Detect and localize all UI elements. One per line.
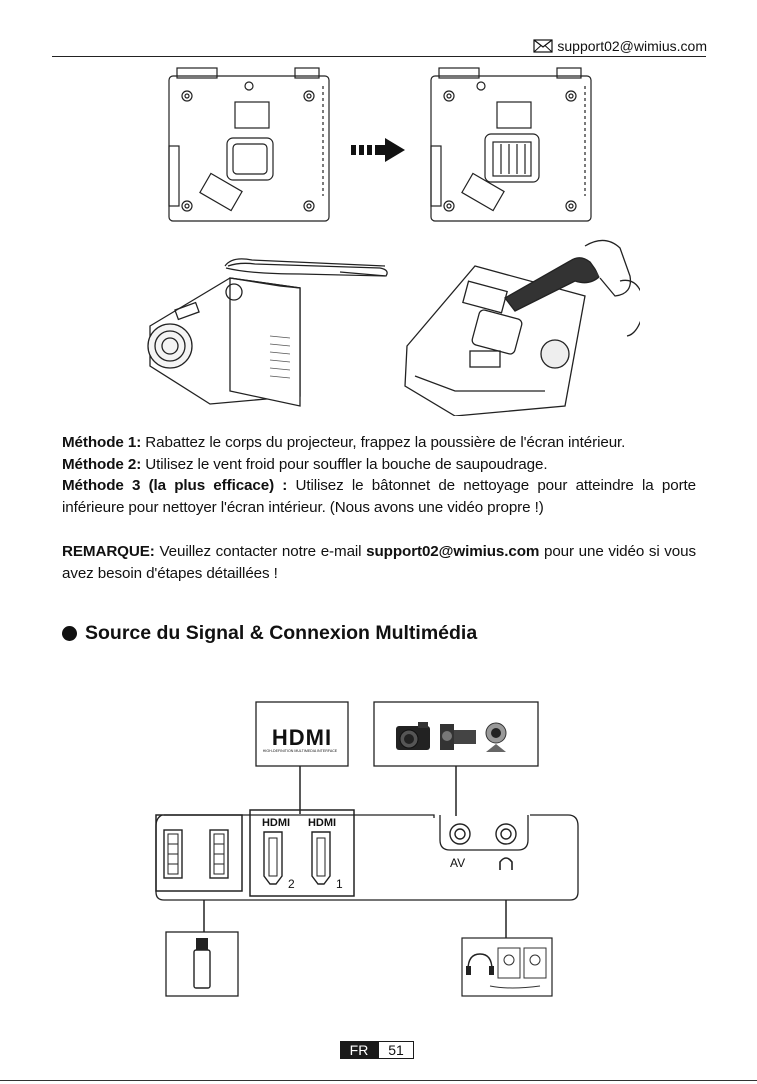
- projector-tap-method: [147, 258, 388, 407]
- method-1-label: Méthode 1:: [62, 434, 142, 451]
- audio-devices-box: [461, 937, 553, 997]
- page-number: FR 51: [340, 1041, 414, 1059]
- connection-diagram: HDMI HIGH-DEFINITION MULTIMEDIA INTERFAC…: [155, 701, 579, 997]
- projector-bottom-illustration: [168, 67, 592, 222]
- webcam-icon: [485, 722, 507, 752]
- av-label: AV: [450, 856, 465, 870]
- projector-bottom-open: [430, 67, 592, 222]
- header-email-text: support02@wimius.com: [557, 38, 707, 54]
- header-divider: [52, 56, 706, 57]
- hdmi-logo: HDMI: [272, 725, 332, 750]
- remark-text-after: pour une vidéo si vous avez besoin d'éta…: [62, 543, 696, 582]
- direction-arrow: [351, 138, 405, 162]
- method-2-label: Méthode 2:: [62, 455, 142, 473]
- av-jack: [449, 823, 471, 845]
- hdmi-port-1: [311, 831, 331, 885]
- method-1: Méthode 1: Rabattez le corps du projecte…: [62, 432, 696, 454]
- section-title: Source du Signal & Connexion Multimédia: [85, 622, 478, 644]
- projector-bottom-closed: [168, 67, 330, 222]
- hdmi-port-2-number: 2: [288, 877, 295, 891]
- usb-port-2: [209, 829, 229, 879]
- headphones-icon: [467, 953, 493, 971]
- hdmi-source-box: HDMI HIGH-DEFINITION MULTIMEDIA INTERFAC…: [255, 701, 349, 767]
- envelope-icon: [533, 39, 553, 53]
- usb-port-1: [163, 829, 183, 879]
- remark-label: REMARQUE:: [62, 543, 155, 560]
- bottom-divider: [0, 1080, 757, 1081]
- av-devices-box: [373, 701, 539, 767]
- method-3: Méthode 3 (la plus efficace) : Utilisez …: [62, 475, 696, 518]
- method-3-label: Méthode 3 (la plus efficace) :: [62, 477, 288, 494]
- headphone-jack: [495, 823, 517, 845]
- language-badge: FR: [340, 1041, 378, 1059]
- methods-text: Méthode 1: Rabattez le corps du projecte…: [62, 432, 696, 518]
- hdmi-port-1-logo: HDMI: [308, 817, 336, 829]
- hdmi-tagline: HIGH-DEFINITION MULTIMEDIA INTERFACE: [263, 749, 338, 753]
- method-1-text: Rabattez le corps du projecteur, frappez…: [141, 434, 626, 451]
- cleaning-methods-illustration: [147, 239, 640, 416]
- remark-email[interactable]: support02@wimius.com: [366, 543, 540, 560]
- port-panel: HDMI HDMI 2 1 AV: [155, 809, 579, 901]
- page-number-value: 51: [378, 1041, 414, 1059]
- method-2: Méthode 2: Utilisez le vent froid pour s…: [62, 454, 696, 476]
- remark-text: REMARQUE: Veuillez contacter notre e-mai…: [62, 541, 696, 584]
- projector-blower-method: [404, 239, 640, 416]
- hdmi-port-2: [263, 831, 283, 885]
- remark-text-before: Veuillez contacter notre e-mail: [154, 543, 367, 560]
- headphone-symbol-icon: [499, 857, 513, 870]
- bullet-icon: [62, 626, 77, 641]
- usb-stick-box: [165, 931, 239, 997]
- method-3-text: Utilisez le bâtonnet de nettoyage pour a…: [62, 477, 696, 516]
- header-email: support02@wimius.com: [533, 38, 707, 54]
- section-heading: Source du Signal & Connexion Multimédia: [62, 622, 477, 645]
- hdmi-port-1-number: 1: [336, 877, 343, 891]
- camcorder-icon: [440, 724, 476, 750]
- hdmi-port-2-logo: HDMI: [262, 817, 290, 829]
- speakers-icon: [489, 947, 547, 989]
- camera-icon: [396, 722, 430, 750]
- method-2-text: Utilisez le vent froid pour souffler la …: [141, 455, 548, 473]
